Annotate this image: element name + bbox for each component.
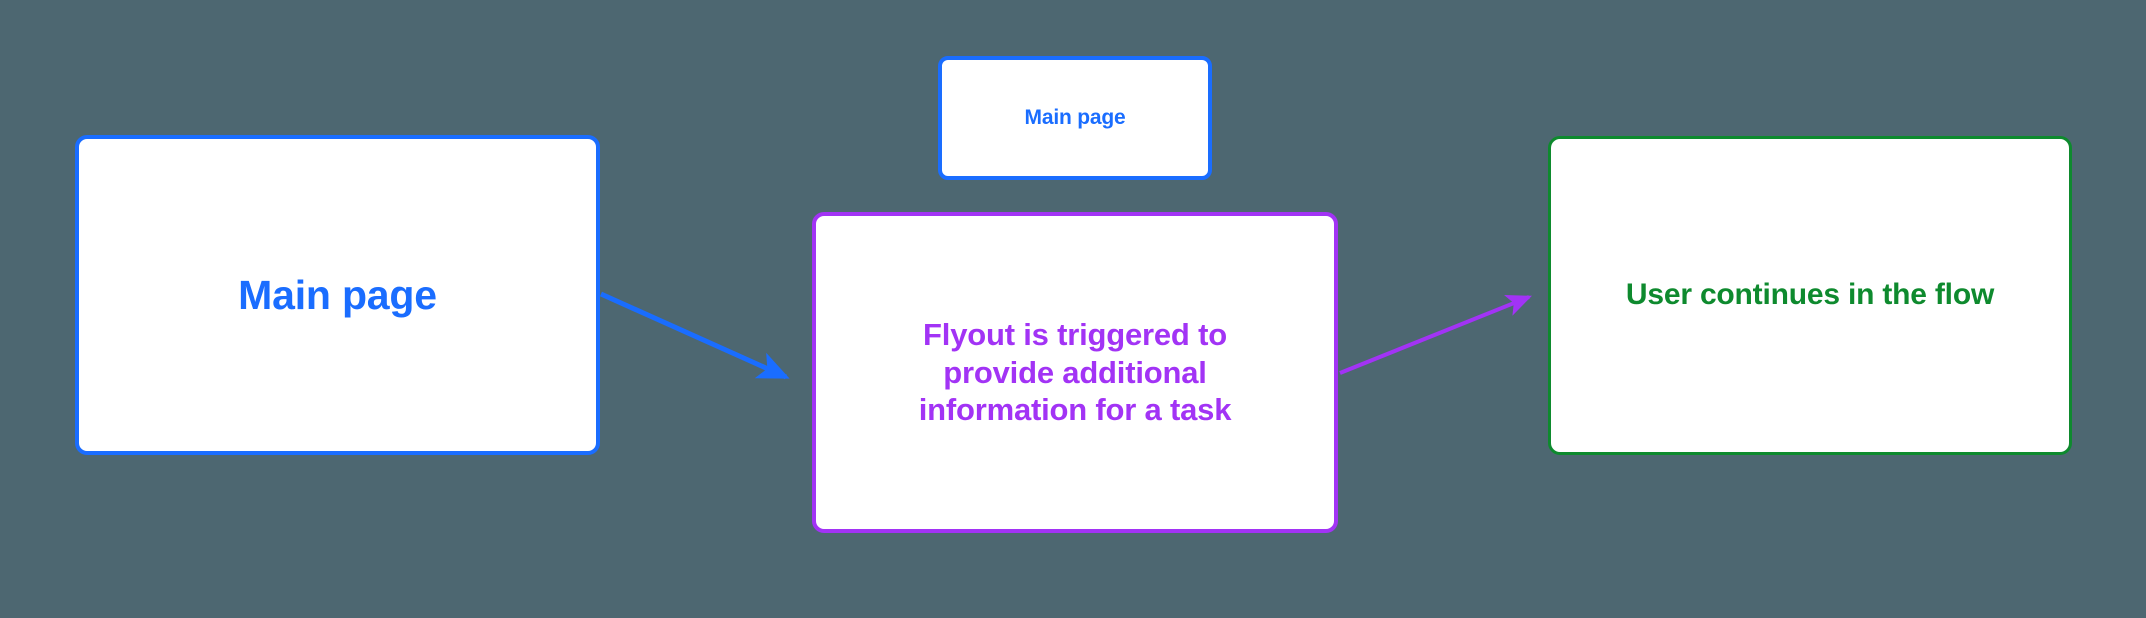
node-main-page-large[interactable]: Main page xyxy=(75,135,600,455)
node-main-page-large-label: Main page xyxy=(238,271,437,318)
node-user-continues[interactable]: User continues in the flow xyxy=(1548,136,2072,455)
connector-flyout-to-user-continues xyxy=(1339,294,1532,375)
node-main-page-small-label: Main page xyxy=(1024,106,1126,130)
node-main-page-small[interactable]: Main page xyxy=(938,56,1212,180)
connector-main-page-to-flyout xyxy=(599,291,790,380)
node-flyout-label: Flyout is triggered to provide additiona… xyxy=(918,316,1232,428)
node-flyout[interactable]: Flyout is triggered to provide additiona… xyxy=(812,212,1338,533)
node-user-continues-label: User continues in the flow xyxy=(1625,278,1995,312)
